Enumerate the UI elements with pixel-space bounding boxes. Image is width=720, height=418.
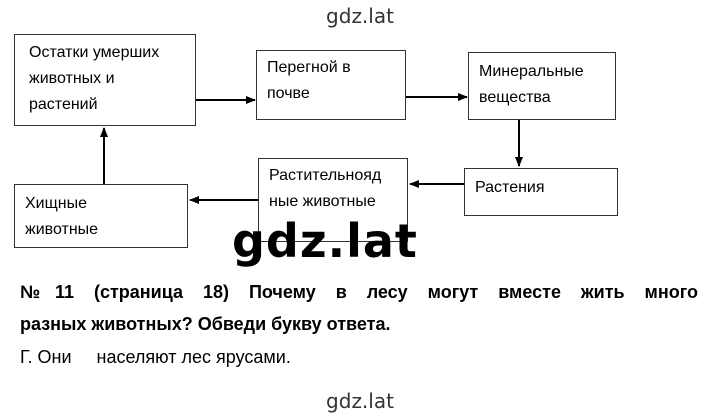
node-minerals-line-2: вещества (479, 89, 551, 106)
node-herbivores-line-2: ные животные (269, 193, 376, 210)
task-question-line-1: №11 (страница 18) Почему в лесу могут вм… (20, 282, 698, 302)
node-remains-line-3: растений (29, 96, 98, 113)
node-humus: Перегной в почве (256, 50, 406, 120)
node-remains: Остатки умерших животных и растений (14, 34, 196, 126)
node-minerals-line-1: Минеральные (479, 63, 584, 80)
node-predators-line-1: Хищные (25, 195, 88, 212)
node-plants-line-1: Растения (475, 179, 545, 196)
node-humus-line-1: Перегной в (267, 59, 351, 76)
node-plants: Растения (464, 168, 618, 216)
task-answer: Г. Они населяют лес ярусами. (20, 347, 291, 367)
node-predators-line-2: животные (25, 221, 99, 238)
watermark-top: gdz.lat (326, 4, 394, 28)
node-humus-line-2: почве (267, 85, 310, 102)
watermark-center: gdz.lat (232, 214, 418, 268)
node-remains-line-1: Остатки умерших (29, 44, 160, 61)
watermark-bottom: gdz.lat (326, 389, 394, 413)
node-herbivores-line-1: Растительнояд (269, 167, 382, 184)
node-predators: Хищные животные (14, 184, 188, 248)
task-question: №11 (страница 18) Почему в лесу могут вм… (20, 276, 698, 340)
task-question-line-2: разных животных? Обведи букву ответа. (20, 314, 391, 334)
node-minerals: Минеральные вещества (468, 52, 616, 120)
node-herbivores: Растительнояд ные животные (258, 158, 408, 242)
node-remains-line-2: животных и (29, 70, 115, 87)
